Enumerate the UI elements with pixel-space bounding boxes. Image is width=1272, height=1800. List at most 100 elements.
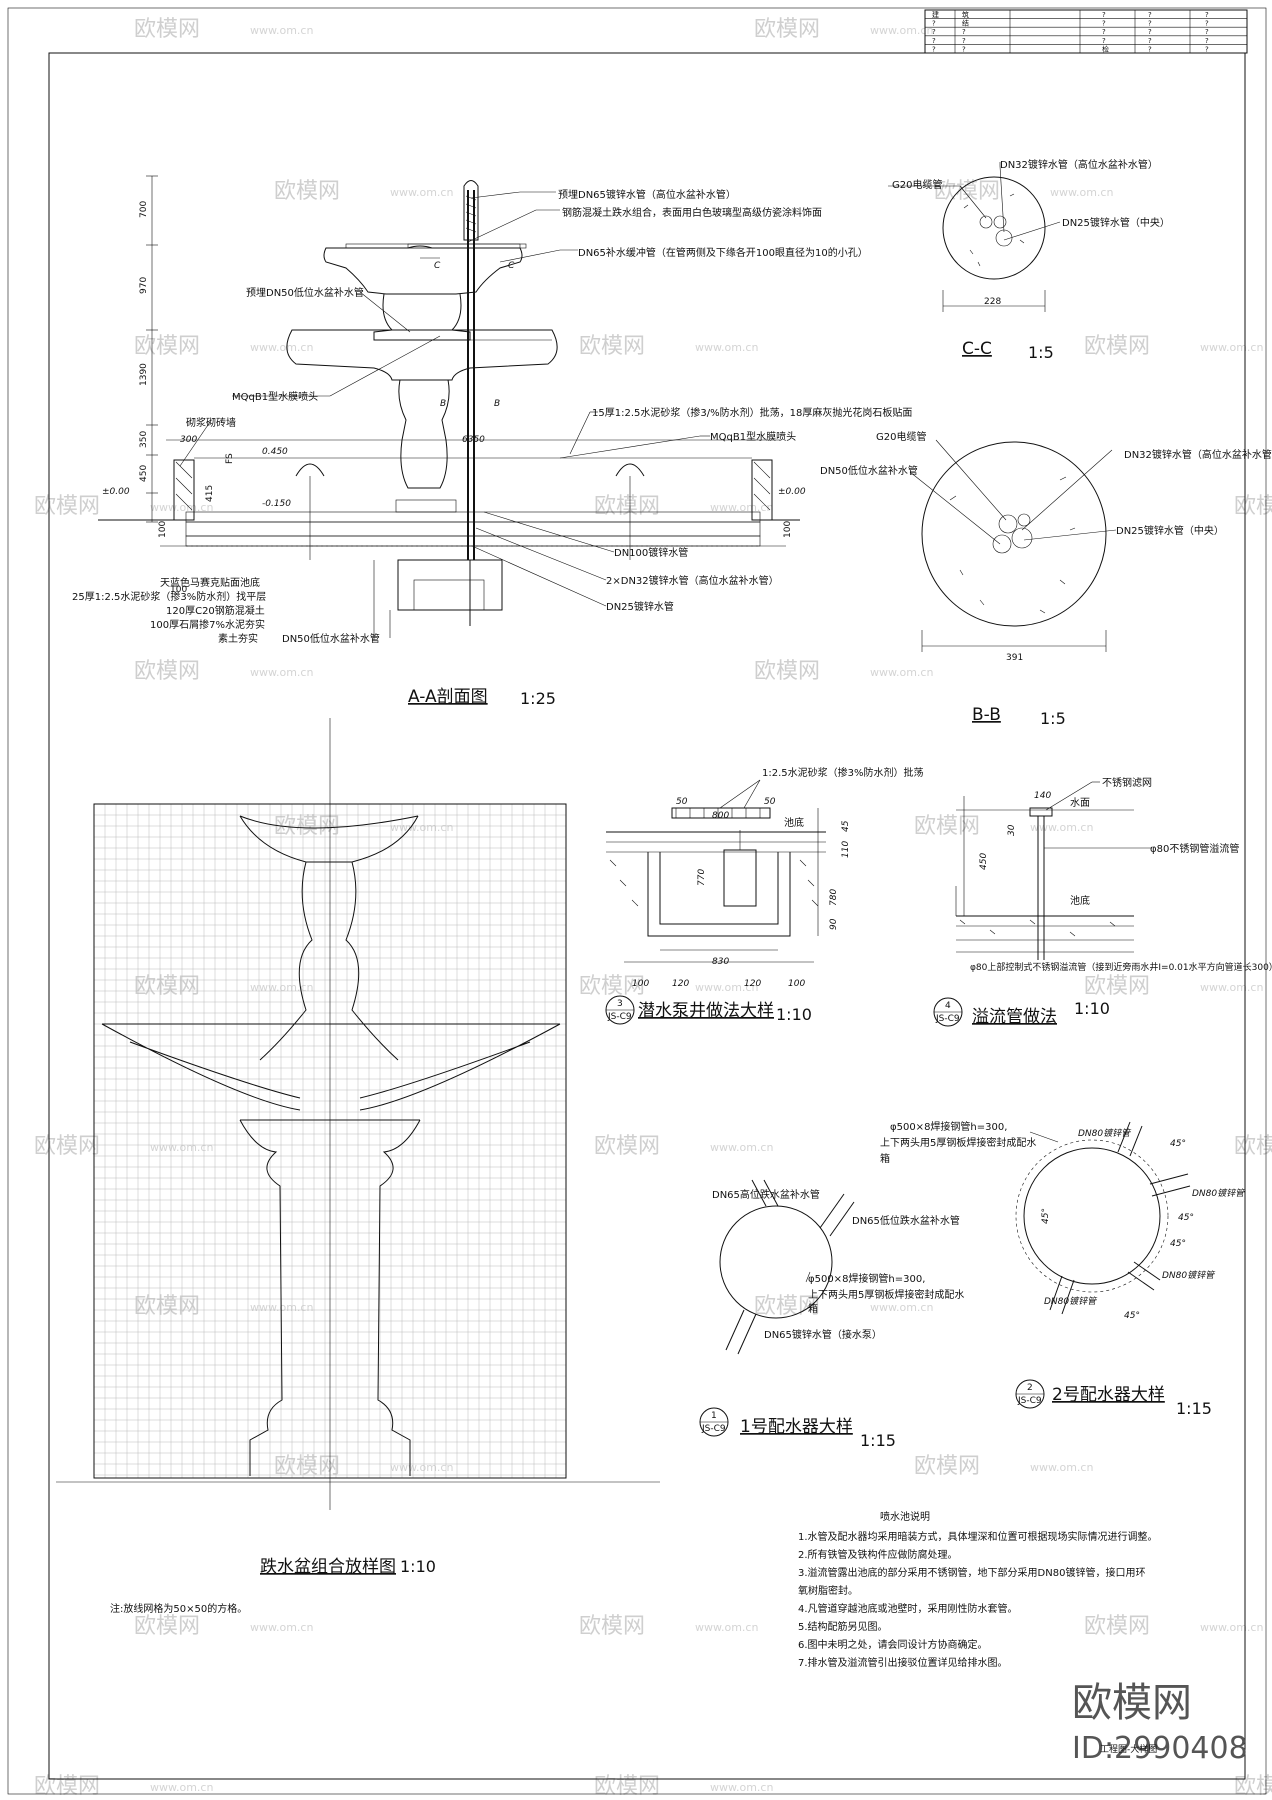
- notes-line-3: 3.溢流管露出池底的部分采用不锈钢管，地下部分采用DN80镀锌管，接口用环: [798, 1566, 1145, 1579]
- title-block-cell: ?: [962, 45, 966, 53]
- aa-sec-c2: C: [508, 261, 515, 271]
- watermark-logo: 欧模网: [579, 334, 645, 359]
- aa-label-15: 120厚C20钢筋混凝土: [166, 604, 265, 617]
- watermark-url: www.om.cn: [695, 341, 758, 354]
- watermark-logo: 欧模网: [34, 494, 100, 519]
- grid-detail: 跌水盆组合放样图 1:10 注:放线网格为50×50的方格。: [56, 718, 660, 1615]
- aa-level-4: ±0.00: [778, 487, 806, 497]
- notes-line-6: 5.结构配筋另见图。: [798, 1620, 888, 1633]
- notes-line-4: 氧树脂密封。: [798, 1584, 858, 1597]
- pit-ref-num: 3: [617, 999, 623, 1009]
- d2-label-7: DN80镀锌管: [1044, 1296, 1098, 1307]
- pump-pit-detail: 50 800 50 45 110 770 780 90 830 100 120 …: [605, 766, 924, 1025]
- watermark-logo: 欧模网: [914, 814, 980, 839]
- pit-dim-110: 110: [841, 841, 851, 858]
- of-ref-num: 4: [945, 1001, 951, 1011]
- aa-sec-b2: B: [494, 399, 500, 409]
- bb-title: B-B: [972, 705, 1001, 725]
- watermark-url: www.om.cn: [870, 666, 933, 679]
- title-block-cell: ?: [932, 37, 936, 45]
- d2-title: 2号配水器大样: [1052, 1385, 1165, 1405]
- title-block-cell: ?: [1205, 28, 1209, 36]
- aa-label-13: 天蓝色马赛克贴面池底: [160, 576, 260, 589]
- watermark-url: www.om.cn: [250, 1621, 313, 1634]
- of-dim-30: 30: [1007, 824, 1017, 836]
- aa-label-17: 素土夯实: [218, 632, 258, 645]
- watermark-url: www.om.cn: [390, 186, 453, 199]
- d1-scale: 1:15: [860, 1431, 896, 1450]
- aa-label-9: DN100镀锌水管: [614, 546, 688, 559]
- watermark-logo: 欧模网: [1084, 1614, 1150, 1639]
- d1-ref-sheet: JS-C9: [701, 1424, 726, 1434]
- title-block-cell: ?: [1102, 28, 1106, 36]
- watermark-url: www.om.cn: [150, 501, 213, 514]
- of-scale: 1:10: [1074, 999, 1110, 1018]
- title-block-cell: ?: [932, 20, 936, 28]
- aa-dim-300: 300: [180, 435, 197, 445]
- d2-label-6: DN80镀锌管: [1162, 1270, 1216, 1281]
- aa-label-4: 预埋DN50低位水盆补水管: [246, 286, 364, 299]
- of-label-5: φ80上部控制式不锈钢溢流管（接到近旁雨水井I=0.01水平方向管道长300）: [970, 961, 1272, 973]
- watermark-logo: 欧模网: [34, 1774, 100, 1799]
- aa-label-1: 预埋DN65镀锌水管（高位水盆补水管）: [558, 188, 736, 201]
- pit-scale: 1:10: [776, 1005, 812, 1024]
- brand-logo-text: 欧模网: [1072, 1680, 1192, 1726]
- footer-caption: 工程图-大样图: [1100, 1743, 1157, 1755]
- d1-label-5: 箱: [808, 1302, 818, 1315]
- of-label-3: φ80不锈钢管溢流管: [1150, 842, 1239, 855]
- pit-dim-830: 830: [712, 957, 729, 967]
- pit-dim-100a: 100: [632, 979, 649, 989]
- aa-dim-970: 970: [139, 277, 149, 294]
- distributor-1-detail: DN65高位跌水盆补水管 DN65低位跌水盆补水管 φ500×8焊接钢管h=30…: [699, 1179, 964, 1450]
- pit-dim-800: 800: [712, 811, 729, 821]
- bb-label-4: DN25镀锌水管（中央）: [1116, 524, 1224, 537]
- pit-dim-120b: 120: [744, 979, 761, 989]
- watermark-url: www.om.cn: [1200, 1621, 1263, 1634]
- watermark-url: www.om.cn: [710, 1781, 773, 1794]
- d1-ref-num: 1: [711, 1411, 717, 1421]
- watermark-logo: 欧模网: [1234, 1774, 1272, 1799]
- pit-title: 潜水泵井做法大样: [638, 1001, 774, 1021]
- aa-dim-415: 415: [205, 485, 215, 502]
- watermark-logo: 欧模网: [134, 659, 200, 684]
- aa-dim-100c: 100: [170, 585, 187, 595]
- aa-dim-100a: 100: [158, 521, 168, 538]
- aa-title: A-A剖面图: [408, 687, 488, 707]
- title-block-cell: 结: [962, 19, 969, 28]
- title-block-cell: ?: [962, 28, 966, 36]
- d2-angle-2: 45°: [1178, 1213, 1194, 1223]
- grid-note: 注:放线网格为50×50的方格。: [110, 1602, 247, 1615]
- watermark-url: www.om.cn: [250, 666, 313, 679]
- watermark-logo: 欧模网: [134, 974, 200, 999]
- of-label-4: 池底: [1070, 894, 1090, 907]
- of-title: 溢流管做法: [972, 1007, 1057, 1027]
- watermark-logo: 欧模网: [34, 1134, 100, 1159]
- watermark-logo: 欧模网: [579, 974, 645, 999]
- notes-title: 喷水池说明: [880, 1510, 930, 1523]
- pit-dim-90: 90: [829, 918, 839, 930]
- aa-level-1: 0.450: [262, 447, 288, 457]
- watermark-url: www.om.cn: [870, 24, 933, 37]
- d1-label-3: φ500×8焊接钢管h=300,: [808, 1272, 925, 1285]
- aa-level-3: ±0.00: [102, 487, 130, 497]
- d2-ref-num: 2: [1027, 1383, 1033, 1393]
- d2-label-1: φ500×8焊接钢管h=300,: [890, 1120, 1007, 1133]
- drawing-border: [48, 52, 1246, 1780]
- d2-scale: 1:15: [1176, 1399, 1212, 1418]
- watermark-logo: 欧模网: [754, 1294, 820, 1319]
- cc-label-1: G20电缆管: [892, 178, 942, 191]
- watermark-logo: 欧模网: [754, 659, 820, 684]
- watermark-url: www.om.cn: [710, 501, 773, 514]
- pit-pool-bottom: 池底: [784, 816, 804, 829]
- cc-scale: 1:5: [1028, 343, 1054, 362]
- watermark-url: www.om.cn: [1030, 1461, 1093, 1474]
- bb-label-2: DN32镀锌水管（高位水盆补水管）: [1124, 448, 1272, 461]
- aa-label-14: 25厚1:2.5水泥砂浆（掺3%防水剂）找平层: [72, 590, 266, 603]
- drawing-id: ID:2990408: [1072, 1731, 1248, 1766]
- watermark-logo: 欧模网: [594, 1774, 660, 1799]
- d1-label-2: DN65低位跌水盆补水管: [852, 1214, 960, 1227]
- watermark-url: www.om.cn: [150, 1781, 213, 1794]
- aa-label-11: DN25镀锌水管: [606, 600, 674, 613]
- of-label-1: 不锈钢滤网: [1102, 776, 1152, 789]
- aa-label-8: MQqB1型水膜喷头: [710, 430, 796, 443]
